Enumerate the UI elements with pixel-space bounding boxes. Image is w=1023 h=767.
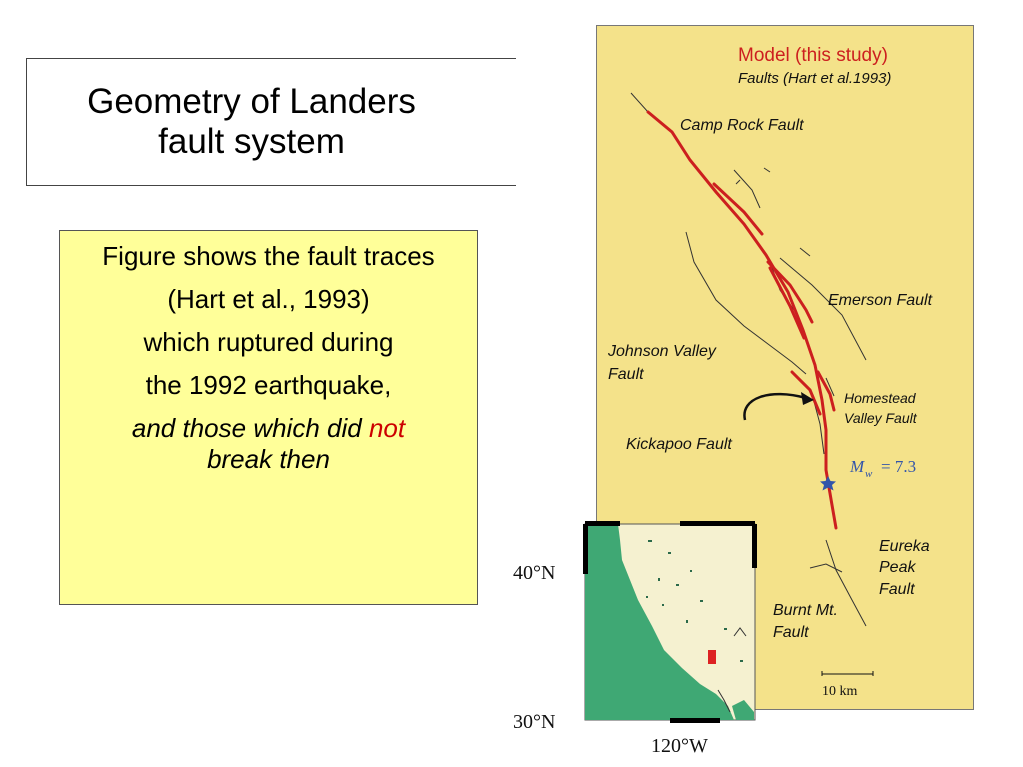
slide-title: Geometry of Landers fault system [87,82,416,162]
inset-label-30n: 30°N [513,711,555,733]
label-burnt-mt-2: Fault [773,624,809,641]
label-kickapoo-fault: Kickapoo Fault [626,436,732,453]
inset-label-40n: 40°N [513,562,555,584]
model-fault-traces [646,110,838,530]
scale-bar [821,671,874,676]
label-camp-rock-fault: Camp Rock Fault [680,117,804,134]
inset-location-map [583,521,757,723]
label-homestead-1: Homestead [844,390,917,406]
note-emphasis-not: not [368,413,406,443]
inset-label-120w: 120°W [651,735,708,757]
note-line-4: the 1992 earthquake, [145,370,392,400]
legend-model: Model (this study) [738,45,888,66]
label-eureka-2: Peak [879,559,916,576]
magnitude-symbol: M [849,457,865,476]
epicenter-star-icon [820,476,836,491]
note-line-3: which ruptured during [143,327,394,357]
label-johnson-valley-1: Johnson Valley [607,343,717,360]
title-line-1: Geometry of Landers [87,82,416,121]
note-line-2: (Hart et al., 1993) [167,284,370,314]
pointer-arrow [743,392,814,421]
slide-title-box: Geometry of Landers fault system [26,58,516,186]
label-emerson-fault: Emerson Fault [828,292,933,309]
label-eureka-1: Eureka [879,538,930,555]
title-line-2: fault system [158,122,345,161]
legend-faults: Faults (Hart et al.1993) [738,70,891,87]
scale-label: 10 km [822,684,858,699]
label-johnson-valley-2: Fault [608,366,644,383]
magnitude-value: = 7.3 [881,457,916,476]
study-area-marker [708,650,716,664]
magnitude-label: M w = 7.3 [849,457,916,480]
label-eureka-3: Fault [879,581,915,598]
description-note: Figure shows the fault traces (Hart et a… [59,230,478,605]
label-burnt-mt-1: Burnt Mt. [773,602,838,619]
magnitude-subscript: w [865,468,873,480]
note-line-5-end: break then [207,444,330,474]
note-line-1: Figure shows the fault traces [102,241,435,271]
label-homestead-2: Valley Fault [844,410,918,426]
note-line-5-start: and those which did [131,413,369,443]
note-line-5: and those which did not break then [60,413,477,475]
